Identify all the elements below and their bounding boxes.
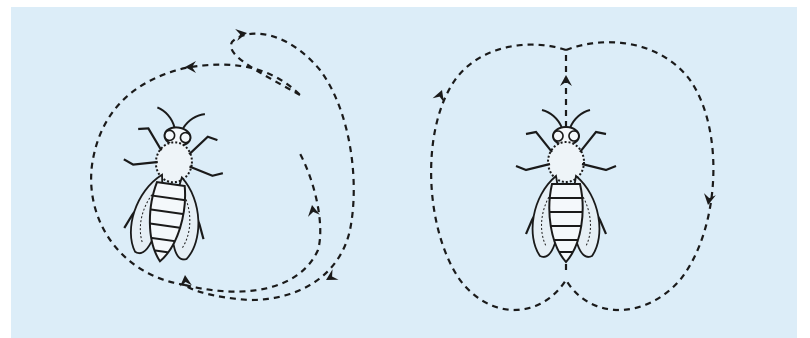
diagram-background [11, 7, 797, 338]
diagram-panel [11, 7, 797, 338]
